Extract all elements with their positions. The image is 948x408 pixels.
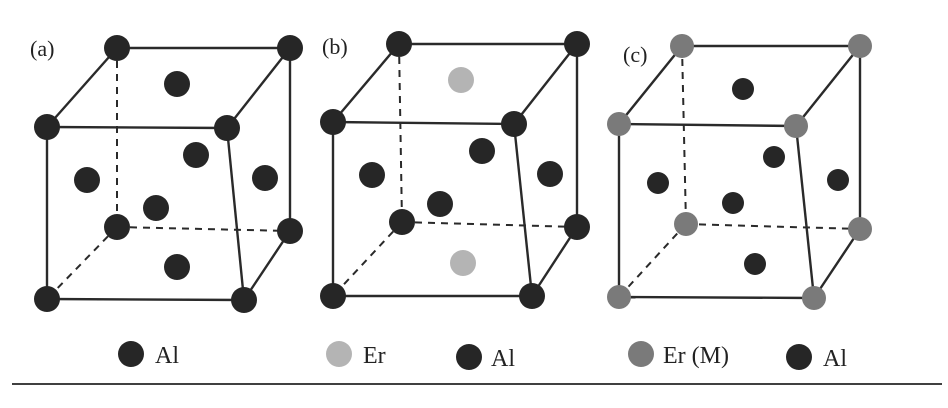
atom-b-face-back [427, 191, 453, 217]
legend-er-m-label: Er (M) [663, 343, 729, 369]
atom-c-face-top [732, 78, 754, 100]
panel-a: (a) [30, 35, 303, 313]
panel-c-atoms [607, 34, 872, 310]
atom-c-corner [670, 34, 694, 58]
atom-a-face-front [183, 142, 209, 168]
panel-c-label: (c) [623, 42, 647, 67]
legend-al-swatch [786, 344, 812, 370]
atom-b-corner [564, 214, 590, 240]
panel-a-atoms [34, 35, 303, 313]
atom-c-face-bottom [744, 253, 766, 275]
atom-b-corner [389, 209, 415, 235]
atom-b-face-top [448, 67, 474, 93]
legend-al-label: Al [491, 346, 515, 372]
atom-b-face-front [469, 138, 495, 164]
atom-c-face-back [722, 192, 744, 214]
atom-b-corner [564, 31, 590, 57]
atom-b-corner [501, 111, 527, 137]
panel-b-label: (b) [322, 34, 348, 59]
atom-b-corner [320, 283, 346, 309]
legend-al-swatch [118, 341, 144, 367]
atom-a-corner [104, 35, 130, 61]
atom-c-face-right [827, 169, 849, 191]
cube-c-hidden-edges [618, 45, 861, 298]
atom-a-corner [231, 287, 257, 313]
atom-c-corner [607, 112, 631, 136]
legend: Al Er Al Er (M) Al [118, 341, 847, 372]
panel-b: (b) [320, 31, 590, 309]
atom-b-corner [519, 283, 545, 309]
cube-b-edges [331, 42, 579, 298]
panel-c: (c) [607, 34, 872, 310]
atom-a-face-back [143, 195, 169, 221]
atom-b-face-right [537, 161, 563, 187]
atom-c-corner [802, 286, 826, 310]
panel-b-atoms [320, 31, 590, 309]
atom-a-face-bottom [164, 254, 190, 280]
atom-a-face-right [252, 165, 278, 191]
atom-c-face-front [763, 146, 785, 168]
legend-al-label: Al [823, 346, 847, 372]
atom-c-face-left [647, 172, 669, 194]
cube-a-edges [45, 46, 292, 302]
atom-a-corner [277, 35, 303, 61]
cube-c-edges [617, 44, 862, 300]
legend-er-label: Er [363, 343, 386, 369]
cube-b-hidden-edges [332, 43, 578, 297]
atom-b-face-left [359, 162, 385, 188]
legend-al-swatch [456, 344, 482, 370]
atom-a-corner [214, 115, 240, 141]
atom-b-corner [386, 31, 412, 57]
atom-b-corner [320, 109, 346, 135]
panel-a-label: (a) [30, 36, 54, 61]
atom-c-corner [848, 217, 872, 241]
atom-a-corner [34, 114, 60, 140]
legend-er-swatch [326, 341, 352, 367]
atom-a-corner [34, 286, 60, 312]
atom-a-face-top [164, 71, 190, 97]
legend-er-m-swatch [628, 341, 654, 367]
cube-a-hidden-edges [46, 48, 291, 300]
atom-b-face-bottom [450, 250, 476, 276]
atom-c-corner [848, 34, 872, 58]
atom-c-corner [607, 285, 631, 309]
atom-c-corner [674, 212, 698, 236]
legend-al-label: Al [155, 343, 179, 369]
atom-a-corner [104, 214, 130, 240]
atom-c-corner [784, 114, 808, 138]
atom-a-face-left [74, 167, 100, 193]
atom-a-corner [277, 218, 303, 244]
